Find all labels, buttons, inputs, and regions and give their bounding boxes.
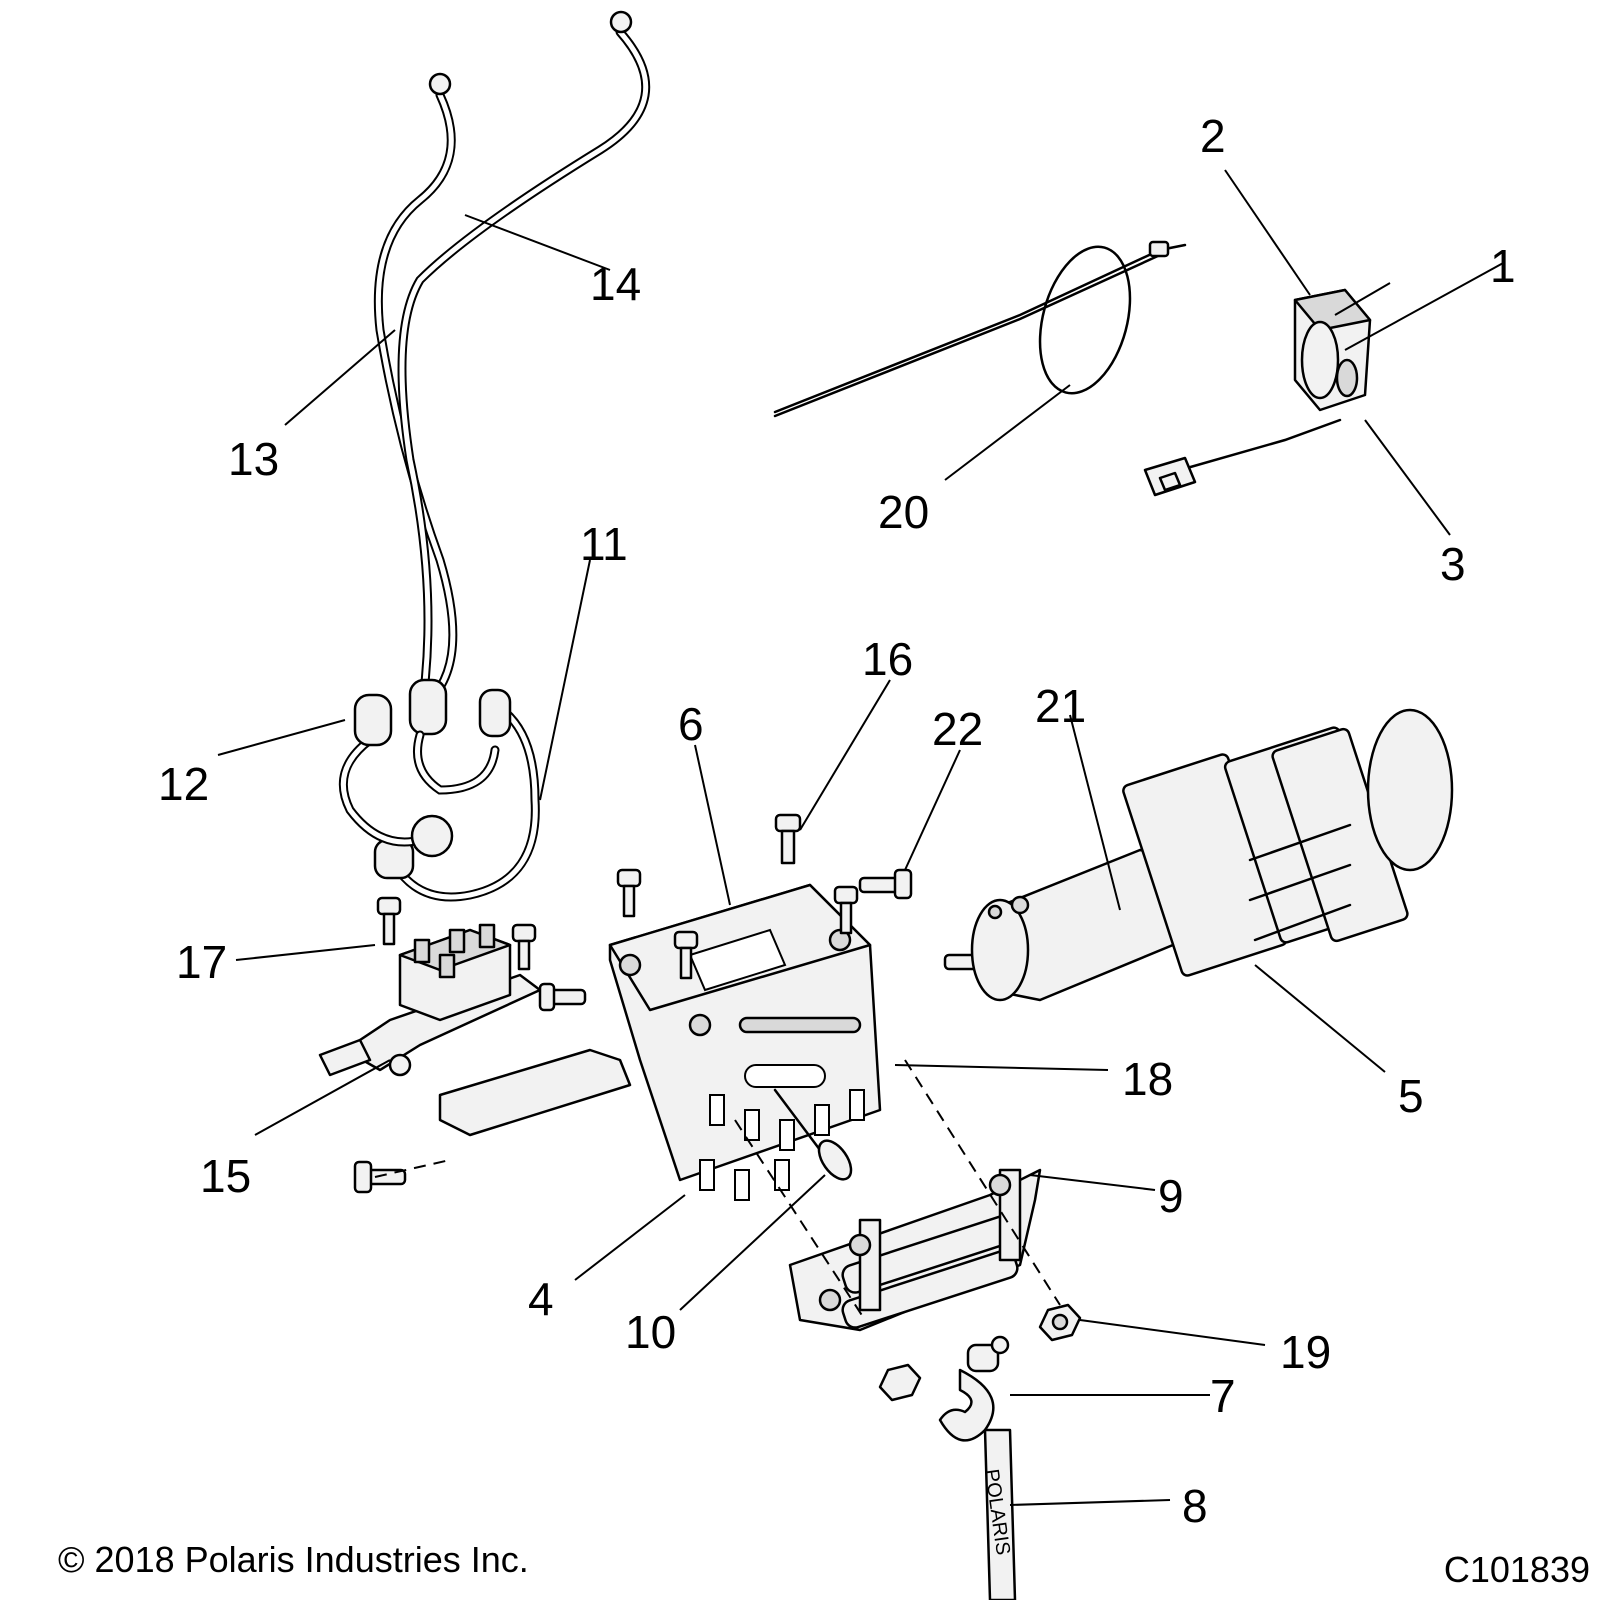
bolt-17 — [376, 896, 402, 946]
winch-assembly — [970, 708, 1454, 1002]
callout-4: 4 — [528, 1273, 554, 1325]
fairlead-9 — [788, 1168, 1042, 1332]
cable-11 — [373, 695, 540, 902]
callout-21: 21 — [1035, 680, 1086, 732]
callout-22: 22 — [932, 703, 983, 755]
callout-13: 13 — [228, 433, 279, 485]
callout-9: 9 — [1158, 1170, 1184, 1222]
callout-10: 10 — [625, 1306, 676, 1358]
tie-10 — [773, 1088, 853, 1181]
solenoid-assembly — [318, 923, 542, 1077]
bolt-16 — [774, 813, 802, 865]
callouts: 1 2 3 4 5 6 7 8 9 10 11 12 13 14 15 16 1… — [158, 110, 1516, 1532]
nut-lower — [878, 1363, 922, 1402]
callout-16: 16 — [862, 633, 913, 685]
callout-18: 18 — [1122, 1053, 1173, 1105]
bolt-solenoid-2 — [511, 923, 537, 971]
switch-assembly — [1143, 288, 1372, 497]
bolt-solenoid-3 — [538, 982, 587, 1012]
bolt-plate-a — [616, 868, 642, 918]
hook-7 — [938, 1335, 1010, 1442]
battery-cable-13 — [373, 72, 458, 705]
callout-14: 14 — [590, 258, 641, 310]
cable-12 — [338, 678, 512, 858]
callout-11: 11 — [580, 518, 628, 570]
callout-7: 7 — [1210, 1370, 1236, 1422]
bracket-plate — [438, 1048, 632, 1137]
callout-15: 15 — [200, 1150, 251, 1202]
leader-lines — [217, 169, 1506, 1506]
callout-20: 20 — [878, 486, 929, 538]
callout-12: 12 — [158, 758, 209, 810]
callout-8: 8 — [1182, 1480, 1208, 1532]
copyright-text: © 2018 Polaris Industries Inc. — [58, 1539, 529, 1580]
bolt-bracket — [353, 1160, 407, 1194]
callout-2: 2 — [1200, 110, 1226, 162]
callout-6: 6 — [678, 698, 704, 750]
bolt-plate-b — [833, 885, 859, 935]
cable-tie-20 — [773, 240, 1187, 418]
callout-19: 19 — [1280, 1326, 1331, 1378]
winch-mount-plate — [608, 883, 882, 1201]
bolt-22 — [858, 868, 913, 900]
callout-1: 1 — [1490, 240, 1516, 292]
bolt-plate-c — [673, 930, 699, 980]
battery-cable-14 — [397, 10, 651, 725]
figure-id: C101839 — [1444, 1549, 1590, 1590]
callout-5: 5 — [1398, 1070, 1424, 1122]
assembly-lines — [374, 1059, 1061, 1321]
nut-19 — [1038, 1303, 1082, 1342]
callout-3: 3 — [1440, 538, 1466, 590]
strap-8: POLARIS — [980, 1428, 1017, 1600]
callout-17: 17 — [176, 936, 227, 988]
